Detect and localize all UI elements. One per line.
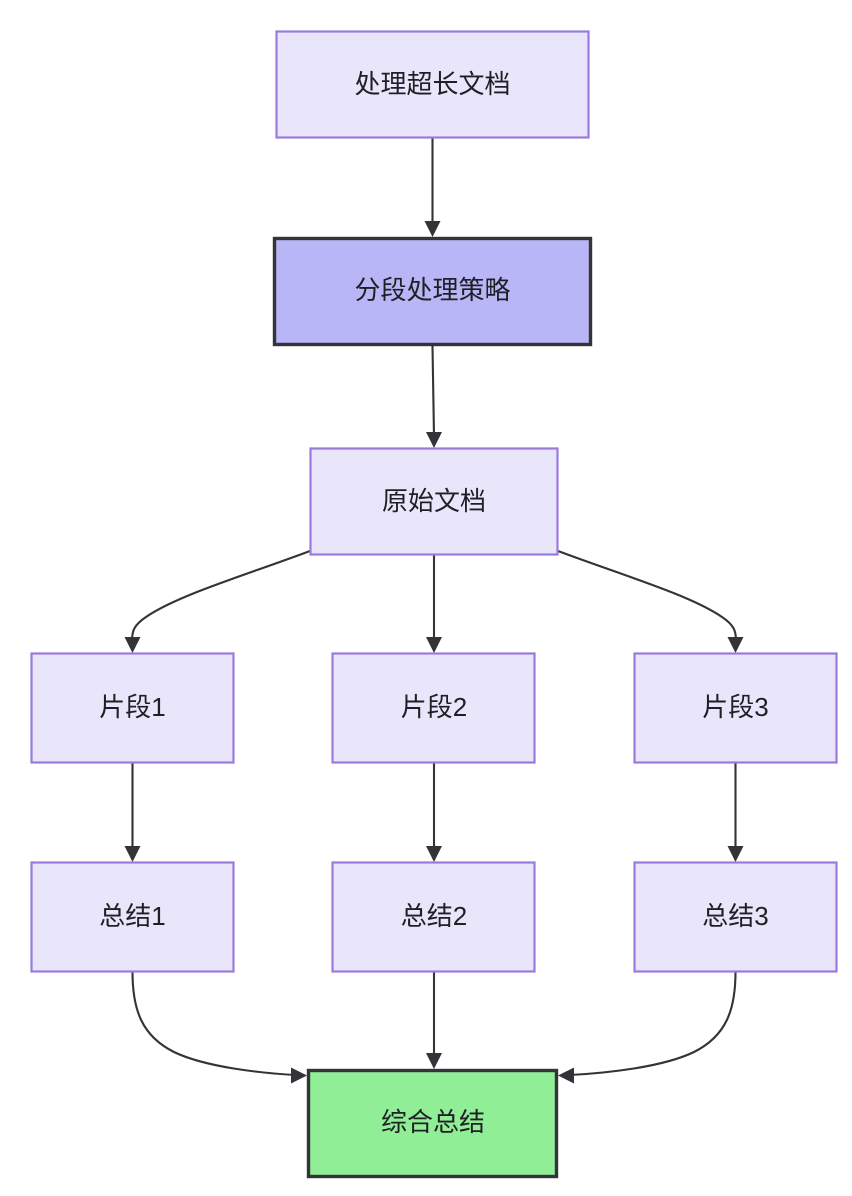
node-shape [272, 236, 593, 347]
node-label: 综合总结 [381, 1107, 485, 1137]
nodes-layer: 处理超长文档 分段处理策略 原始文档 片段1 片段2 片段3 [30, 30, 838, 1179]
edge-n3-n5 [426, 555, 442, 653]
node-label: 总结2 [401, 901, 467, 931]
edge-n3-n4 [124, 550, 311, 653]
node-process-long-document[interactable]: 处理超长文档 [275, 30, 590, 139]
node-label: 原始文档 [382, 486, 486, 516]
node-label: 总结3 [702, 901, 768, 931]
node-label: 总结1 [99, 901, 165, 931]
edges-layer [124, 138, 744, 1084]
node-label: 片段2 [401, 692, 467, 722]
edge-n9-n10 [558, 971, 737, 1084]
node-label: 片段1 [99, 692, 165, 722]
edge-n8-n10 [426, 972, 442, 1069]
edge-n1-n2 [424, 138, 441, 237]
node-shape [331, 861, 536, 973]
node-label: 分段处理策略 [354, 275, 510, 305]
node-shape [306, 1068, 559, 1179]
node-summary-1[interactable]: 总结1 [30, 861, 235, 973]
node-shape [633, 861, 838, 973]
edge-n4-n7 [124, 763, 141, 862]
edge-n5-n8 [426, 763, 442, 862]
node-shape [30, 652, 235, 764]
edge-n7-n10 [131, 971, 307, 1084]
node-fragment-1[interactable]: 片段1 [30, 652, 235, 764]
edge-n3-n6 [557, 550, 744, 653]
node-fragment-3[interactable]: 片段3 [633, 652, 838, 764]
edge-n6-n9 [727, 763, 744, 862]
node-fragment-2[interactable]: 片段2 [331, 652, 536, 764]
node-shape [331, 652, 536, 764]
node-original-document[interactable]: 原始文档 [309, 447, 559, 556]
node-summary-3[interactable]: 总结3 [633, 861, 838, 973]
edge-n2-n3 [426, 345, 442, 448]
node-summary-2[interactable]: 总结2 [331, 861, 536, 973]
node-shape [633, 652, 838, 764]
node-shape [275, 30, 590, 139]
node-shape [309, 447, 559, 556]
node-chunking-strategy[interactable]: 分段处理策略 [272, 236, 593, 347]
node-shape [30, 861, 235, 973]
node-label: 片段3 [702, 692, 768, 722]
node-label: 处理超长文档 [354, 69, 510, 99]
node-final-summary[interactable]: 综合总结 [306, 1068, 559, 1179]
